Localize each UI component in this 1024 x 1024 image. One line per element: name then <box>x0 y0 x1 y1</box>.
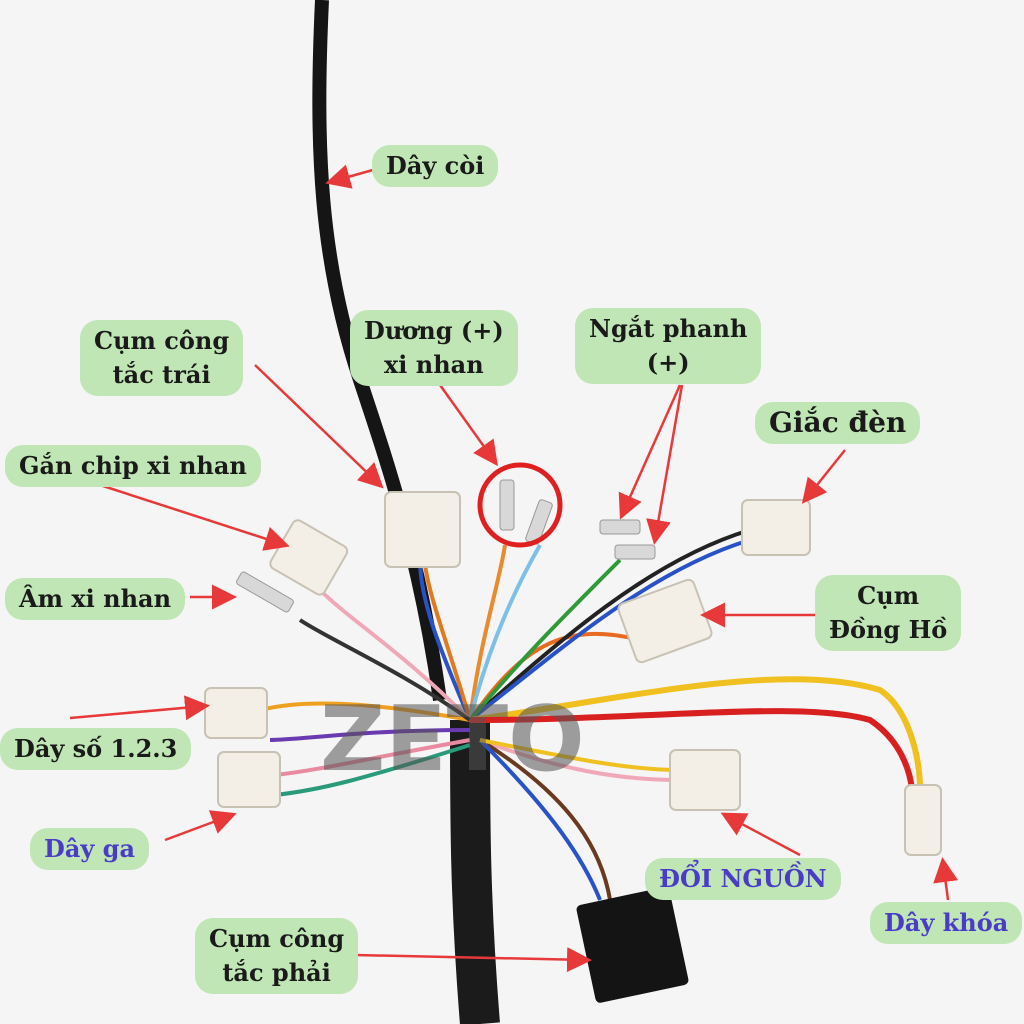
label-line: Cụm công <box>209 924 345 953</box>
label-line: xi nhan <box>384 350 484 379</box>
gear-connector <box>204 687 268 739</box>
label-line: Đồng Hồ <box>829 615 948 644</box>
right-switch-connector <box>576 887 689 1003</box>
label-line: tắc phải <box>222 958 331 987</box>
label-throttle: Dây ga <box>30 828 149 870</box>
connectors <box>204 491 942 856</box>
annotation-arrows <box>69 164 959 973</box>
label-turn-positive: Dương (+) xi nhan <box>350 310 518 386</box>
label-lock: Dây khóa <box>870 902 1023 944</box>
label-turn-negative: Âm xi nhan <box>5 578 186 620</box>
watermark-logo: ZETO <box>320 687 585 792</box>
label-turn-chip: Gắn chip xi nhan <box>5 445 261 487</box>
label-line: Cụm <box>857 581 920 610</box>
spade-terminals <box>236 479 656 613</box>
corrugated-sheath <box>450 719 500 1024</box>
light-connector <box>741 499 811 556</box>
label-brake-cut: Ngắt phanh (+) <box>575 308 762 384</box>
wires <box>259 528 923 901</box>
label-line: Dương (+) <box>364 316 504 345</box>
label-power-switch: ĐỔI NGUỒN <box>645 858 841 900</box>
label-right-switch: Cụm công tắc phải <box>195 918 359 994</box>
label-line: tắc trái <box>112 360 211 389</box>
throttle-connector <box>217 751 281 808</box>
label-line: Cụm công <box>94 326 230 355</box>
lock-connector <box>904 784 942 856</box>
turn-chip-connector <box>269 519 349 596</box>
label-gear: Dây số 1.2.3 <box>0 728 192 770</box>
power-connector <box>669 749 741 811</box>
highlight-circle <box>477 462 563 548</box>
label-line: Ngắt phanh <box>589 314 748 343</box>
label-left-switch: Cụm công tắc trái <box>80 320 244 396</box>
left-switch-connector <box>384 491 461 568</box>
label-line: (+) <box>646 348 690 377</box>
label-light-plug: Giắc đèn <box>755 402 921 444</box>
label-horn: Dây còi <box>372 145 499 187</box>
